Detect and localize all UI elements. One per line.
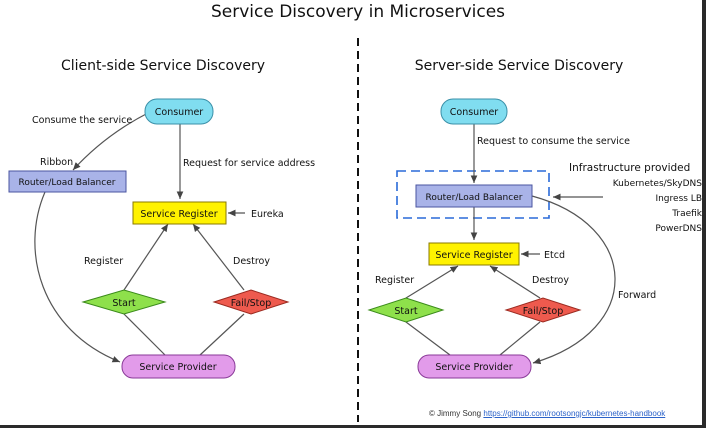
client-register-label: Register xyxy=(84,256,123,267)
client-router-label: Router/Load Balancer xyxy=(19,178,116,188)
client-fail-to-provider-line xyxy=(199,313,245,356)
frame-right-edge xyxy=(702,0,706,428)
footer-credit: © Jimmy Song https://github.com/rootsong… xyxy=(429,409,665,418)
client-failstop-node xyxy=(212,289,290,315)
client-start-label: Start xyxy=(112,298,135,309)
client-request-label: Request for service address xyxy=(183,158,315,169)
client-router-node xyxy=(8,170,127,193)
server-destroy-label: Destroy xyxy=(532,275,569,286)
client-start-node xyxy=(81,289,167,315)
client-destroy-label: Destroy xyxy=(233,256,270,267)
client-heading: Client-side Service Discovery xyxy=(61,58,265,74)
client-consumer-to-router-line xyxy=(72,112,149,171)
client-start-to-provider-line xyxy=(123,313,166,356)
server-start-node xyxy=(367,297,445,323)
frame-bottom-edge xyxy=(0,425,706,428)
server-etcd-label: Etcd xyxy=(544,250,565,261)
server-fail-to-provider-line xyxy=(499,321,541,356)
server-infra-item-3: PowerDNS xyxy=(655,224,702,234)
server-consumer-node xyxy=(440,98,508,125)
server-destroy-line xyxy=(489,265,541,299)
server-register-box-label: Service Register xyxy=(435,250,512,261)
client-eureka-label: Eureka xyxy=(251,209,284,220)
client-register-line xyxy=(123,223,169,291)
server-forward-line xyxy=(531,195,616,365)
client-failstop-label: Fail/Stop xyxy=(231,298,272,309)
server-start-label: Start xyxy=(394,306,417,317)
server-start-to-provider-line xyxy=(405,321,451,356)
server-heading: Server-side Service Discovery xyxy=(415,58,624,74)
footer-author: © Jimmy Song xyxy=(429,409,482,418)
server-forward-label: Forward xyxy=(618,290,656,301)
footer-url-link[interactable]: https://github.com/rootsongjc/kubernetes… xyxy=(483,409,666,418)
server-infra-title: Infrastructure provided xyxy=(569,162,690,174)
server-register-line xyxy=(405,265,459,299)
server-request-label: Request to consume the service xyxy=(477,136,630,147)
client-destroy-line xyxy=(192,223,245,291)
client-consume-label: Consume the service xyxy=(32,115,132,126)
client-register-box-label: Service Register xyxy=(140,209,217,220)
server-infra-item-2: Traefik xyxy=(671,209,703,219)
server-router-node xyxy=(415,184,533,208)
client-provider-label: Service Provider xyxy=(139,362,216,373)
server-provider-label: Service Provider xyxy=(435,362,512,373)
client-provider-node xyxy=(121,354,236,379)
server-register-label: Register xyxy=(375,275,414,286)
client-router-to-provider-line xyxy=(34,191,121,363)
client-consumer-label: Consumer xyxy=(155,107,204,118)
server-register-node xyxy=(428,242,520,266)
server-router-label: Router/Load Balancer xyxy=(426,193,523,203)
client-ribbon-label: Ribbon xyxy=(40,157,73,168)
server-consumer-label: Consumer xyxy=(450,107,499,118)
server-infra-item-1: Ingress LB xyxy=(655,194,702,204)
client-consumer-node xyxy=(144,98,214,125)
diagram-title: Service Discovery in Microservices xyxy=(211,2,505,22)
client-register-node xyxy=(132,201,227,225)
server-failstop-node xyxy=(504,297,582,323)
server-failstop-label: Fail/Stop xyxy=(523,306,564,317)
server-infra-box xyxy=(396,170,550,219)
server-infra-item-0: Kubernetes/SkyDNS xyxy=(613,179,703,189)
server-provider-node xyxy=(417,354,532,379)
